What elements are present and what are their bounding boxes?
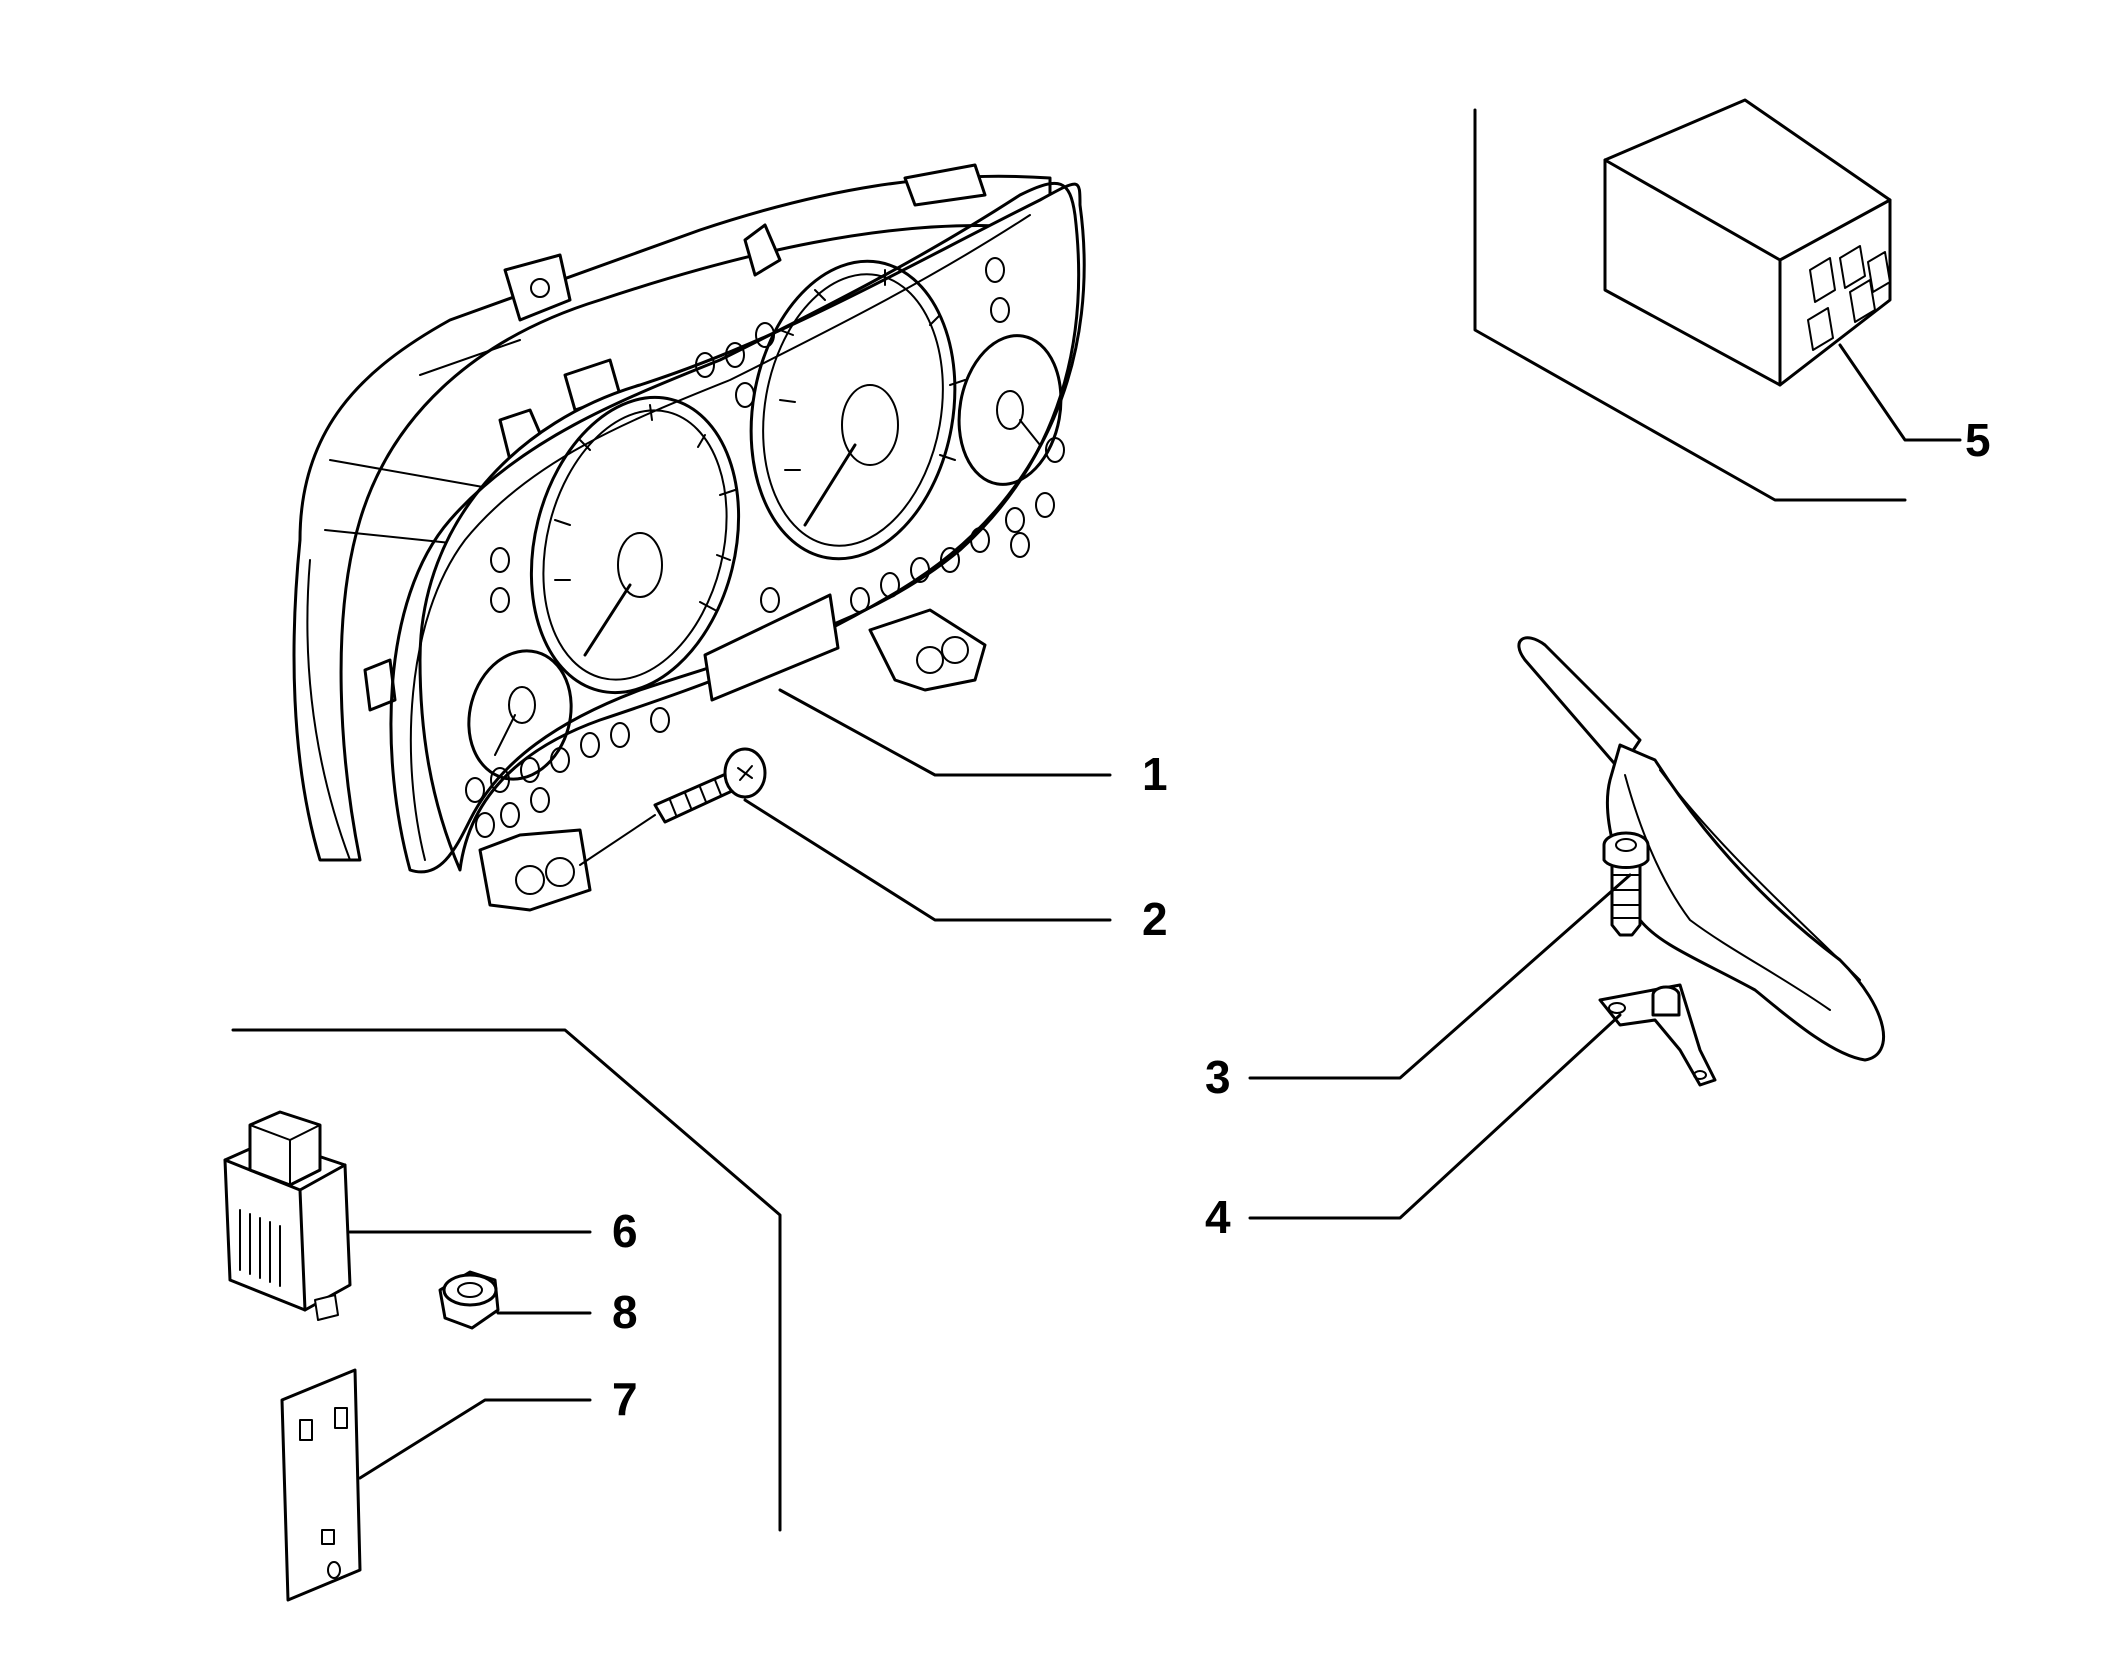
instrument-cluster — [292, 163, 1086, 912]
relay-module — [1473, 98, 1907, 502]
callout-8: 8 — [612, 1286, 638, 1338]
callout-5: 5 — [1965, 414, 1991, 466]
callout-2: 2 — [1142, 893, 1168, 945]
bolt — [1602, 831, 1650, 937]
switch-bracket — [1598, 983, 1717, 1087]
control-module — [223, 1028, 782, 1532]
callout-1: 1 — [1142, 748, 1168, 800]
hex-nut — [438, 1270, 500, 1330]
cluster-screw — [579, 747, 767, 866]
leader-lines — [348, 343, 1962, 1480]
callout-3: 3 — [1205, 1051, 1231, 1103]
handbrake-lever — [1517, 636, 1886, 1062]
mounting-plate — [280, 1368, 362, 1602]
callout-6: 6 — [612, 1205, 638, 1257]
callout-4: 4 — [1205, 1191, 1231, 1243]
callout-7: 7 — [612, 1373, 638, 1425]
